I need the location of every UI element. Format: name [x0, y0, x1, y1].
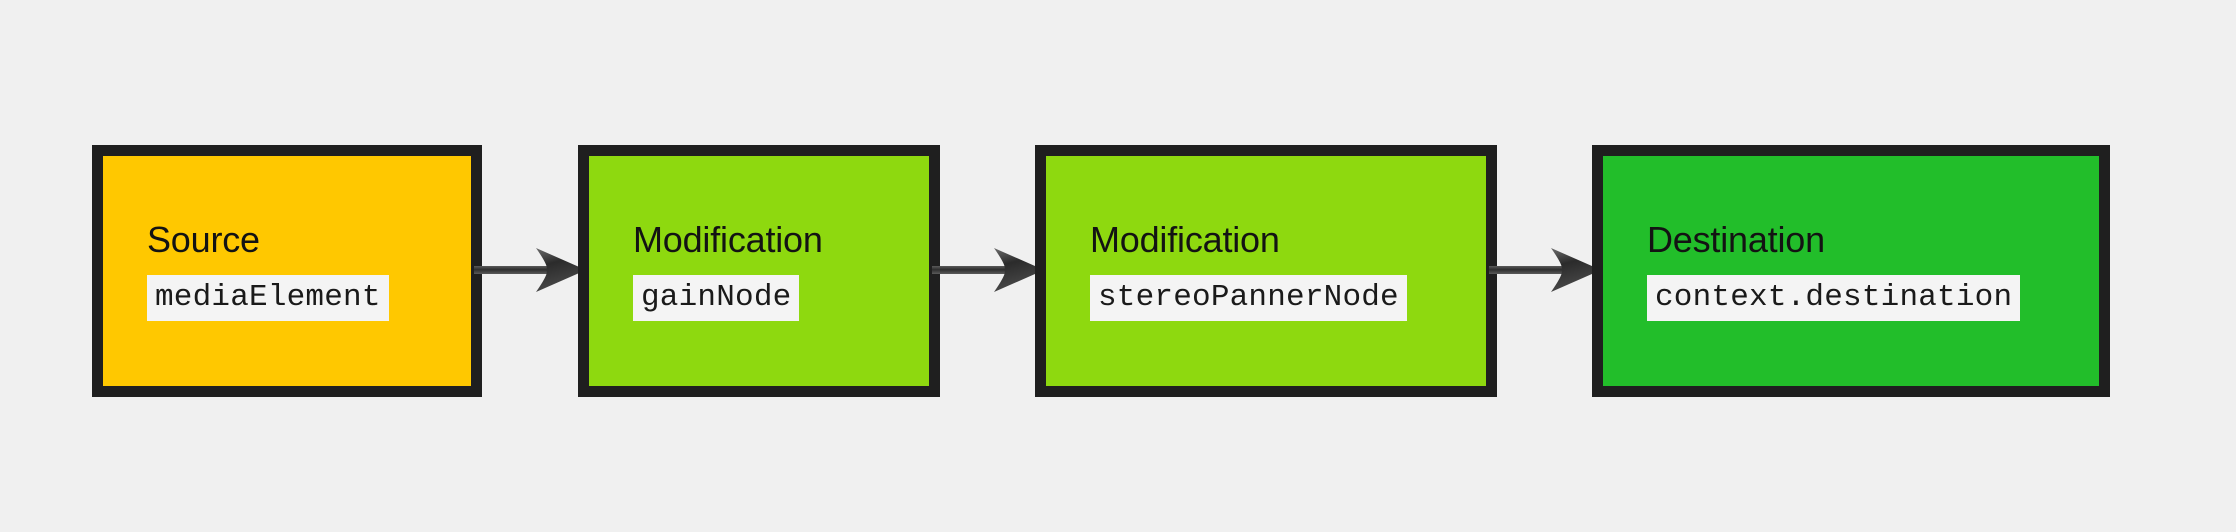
node-gain[interactable]: Modification gainNode [578, 145, 940, 397]
node-gain-code-label: gainNode [633, 274, 800, 322]
node-source[interactable]: Source mediaElement [92, 145, 482, 397]
node-source-code-label: mediaElement [147, 274, 389, 322]
arrow-shaft [474, 266, 550, 274]
node-panner-code-label: stereoPannerNode [1090, 274, 1407, 322]
arrow-head-icon [1551, 248, 1601, 292]
arrow-shaft [932, 266, 1008, 274]
arrow-head-icon [994, 248, 1044, 292]
arrow-head-icon [536, 248, 586, 292]
node-panner-title: Modification [1090, 218, 1280, 260]
connector-gain-to-panner [932, 246, 1044, 294]
node-destination[interactable]: Destination context.destination [1592, 145, 2110, 397]
node-panner[interactable]: Modification stereoPannerNode [1035, 145, 1497, 397]
node-destination-title: Destination [1647, 218, 1825, 260]
connector-panner-to-destination [1489, 246, 1601, 294]
connector-source-to-gain [474, 246, 586, 294]
node-source-title: Source [147, 218, 260, 260]
node-destination-code-label: context.destination [1647, 274, 2021, 322]
arrow-shaft [1489, 266, 1565, 274]
node-gain-title: Modification [633, 218, 823, 260]
